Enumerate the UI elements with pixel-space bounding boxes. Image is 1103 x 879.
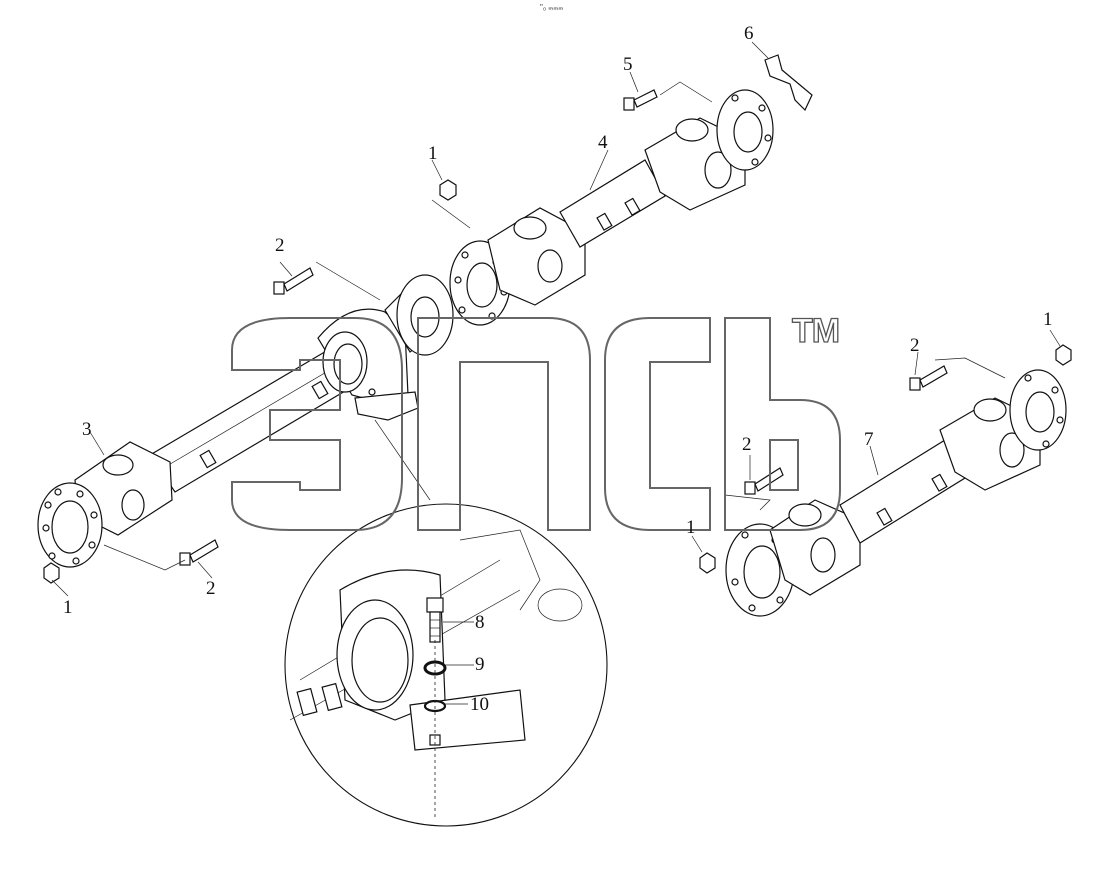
bolt-5 (623, 89, 658, 111)
bolt-2-upper-left (273, 267, 314, 295)
callout-6: 6 (744, 23, 754, 44)
top-mark: "₀ ₘₘₘ (540, 3, 564, 12)
lock-plate-6 (764, 54, 813, 112)
upper-propeller-shaft (487, 89, 774, 306)
bolt-8 (426, 597, 444, 613)
callout-4: 4 (598, 132, 608, 153)
callout-1: 1 (63, 597, 73, 618)
nut-1-right-top (1055, 344, 1072, 366)
callout-2: 2 (206, 578, 216, 599)
callout-7: 7 (864, 429, 874, 450)
callout-10: 10 (470, 694, 489, 715)
callout-1: 1 (428, 143, 438, 164)
fasteners (43, 54, 1072, 584)
callout-1: 1 (686, 517, 696, 538)
right-propeller-shaft (725, 369, 1067, 617)
nut-1-upper (439, 179, 457, 201)
callout-2: 2 (275, 235, 285, 256)
callout-2: 2 (742, 434, 752, 455)
callout-3: 3 (82, 419, 92, 440)
flange-bolt-holes (42, 488, 98, 565)
callout-5: 5 (623, 54, 633, 75)
washer-9 (423, 660, 447, 676)
long-propeller-shaft (37, 240, 511, 568)
callout-8: 8 (475, 612, 485, 633)
watermark-tm: TM (791, 311, 840, 350)
bolt-2-lower-left (179, 539, 219, 566)
callout-2: 2 (910, 335, 920, 356)
bolt-2-right-top (909, 365, 948, 391)
watermark-logo (231, 317, 841, 531)
callout-9: 9 (475, 654, 485, 675)
callout-1: 1 (1043, 309, 1053, 330)
nut-1-left (43, 562, 60, 584)
detail-view (284, 503, 608, 827)
leader-lines (51, 41, 1061, 597)
nut-1-right-bottom (699, 552, 716, 574)
